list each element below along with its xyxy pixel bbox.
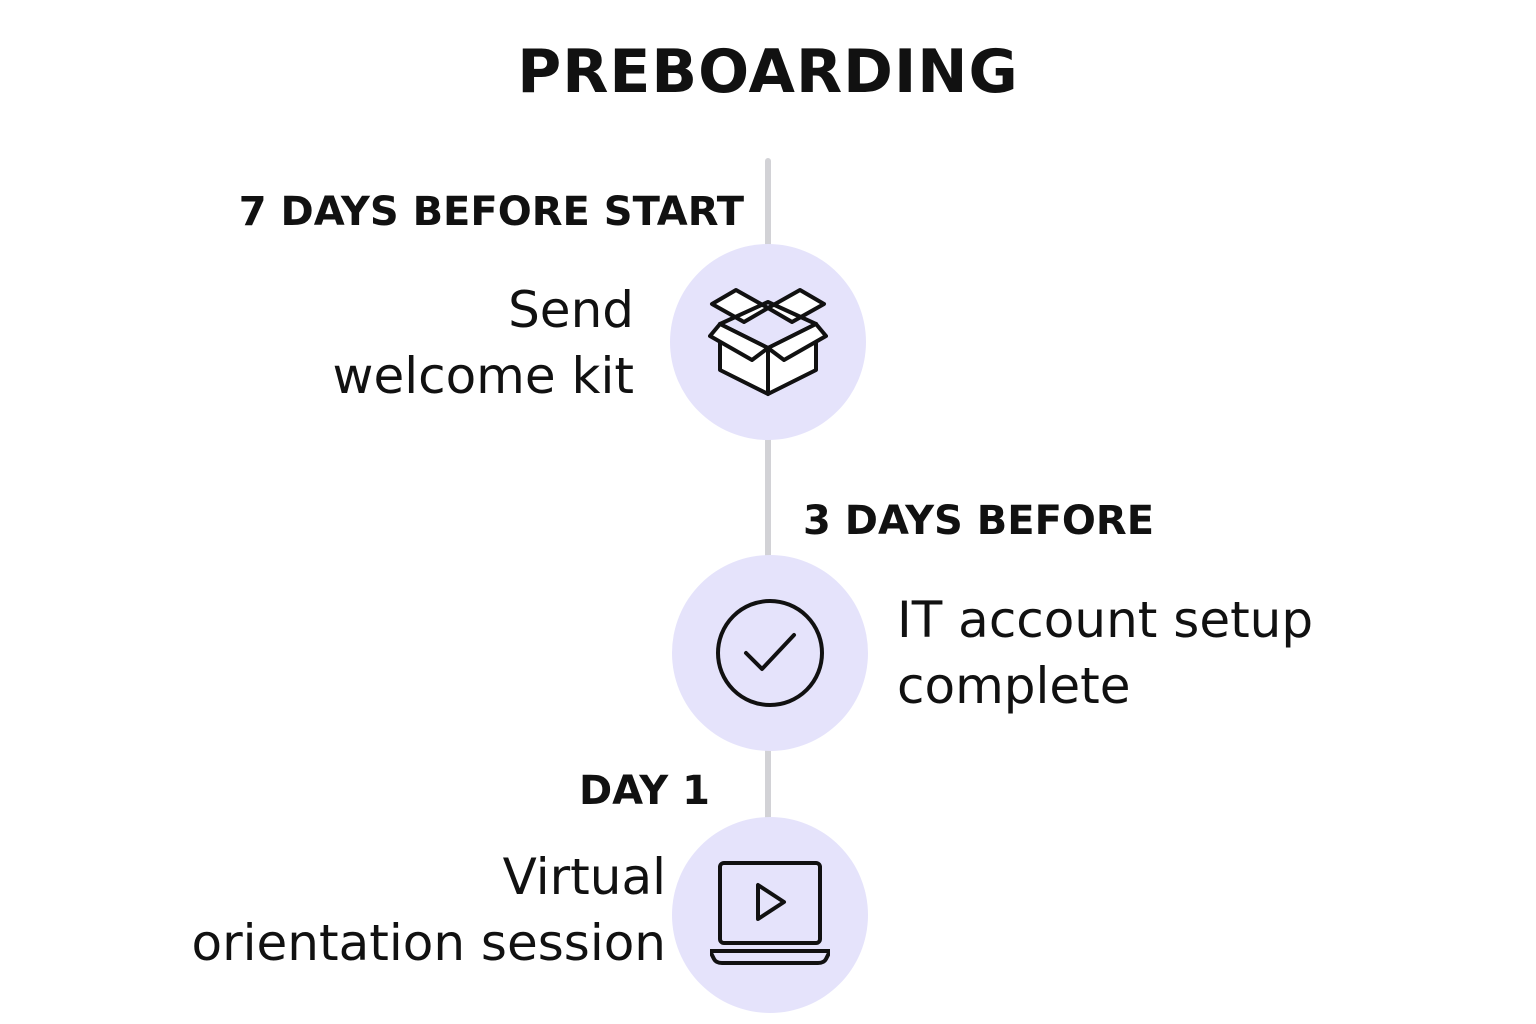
step-1-node — [670, 244, 866, 440]
laptop-play-icon — [710, 861, 830, 965]
open-box-icon — [708, 288, 828, 396]
step-3-description: Virtual orientation session — [192, 844, 667, 976]
step-1-time-label: 7 DAYS BEFORE START — [238, 189, 744, 235]
step-2-node — [672, 555, 868, 751]
step-1-description-line-1: Send — [508, 281, 634, 339]
step-1-description-line-2: welcome kit — [332, 347, 634, 405]
step-3-node — [672, 817, 868, 1013]
page-title: PREBOARDING — [517, 37, 1019, 107]
timeline-line — [765, 158, 771, 820]
step-2-description-line-2: complete — [897, 657, 1131, 715]
step-1-description: Send welcome kit — [333, 277, 634, 409]
step-3-description-line-2: orientation session — [191, 914, 667, 972]
check-circle-icon — [716, 599, 824, 707]
step-3-time-label: DAY 1 — [578, 768, 710, 814]
step-2-description: IT account setup complete — [897, 587, 1313, 719]
step-2-time-label: 3 DAYS BEFORE — [803, 498, 1155, 544]
step-2-description-line-1: IT account setup — [897, 591, 1314, 649]
step-3-description-line-1: Virtual — [502, 848, 666, 906]
